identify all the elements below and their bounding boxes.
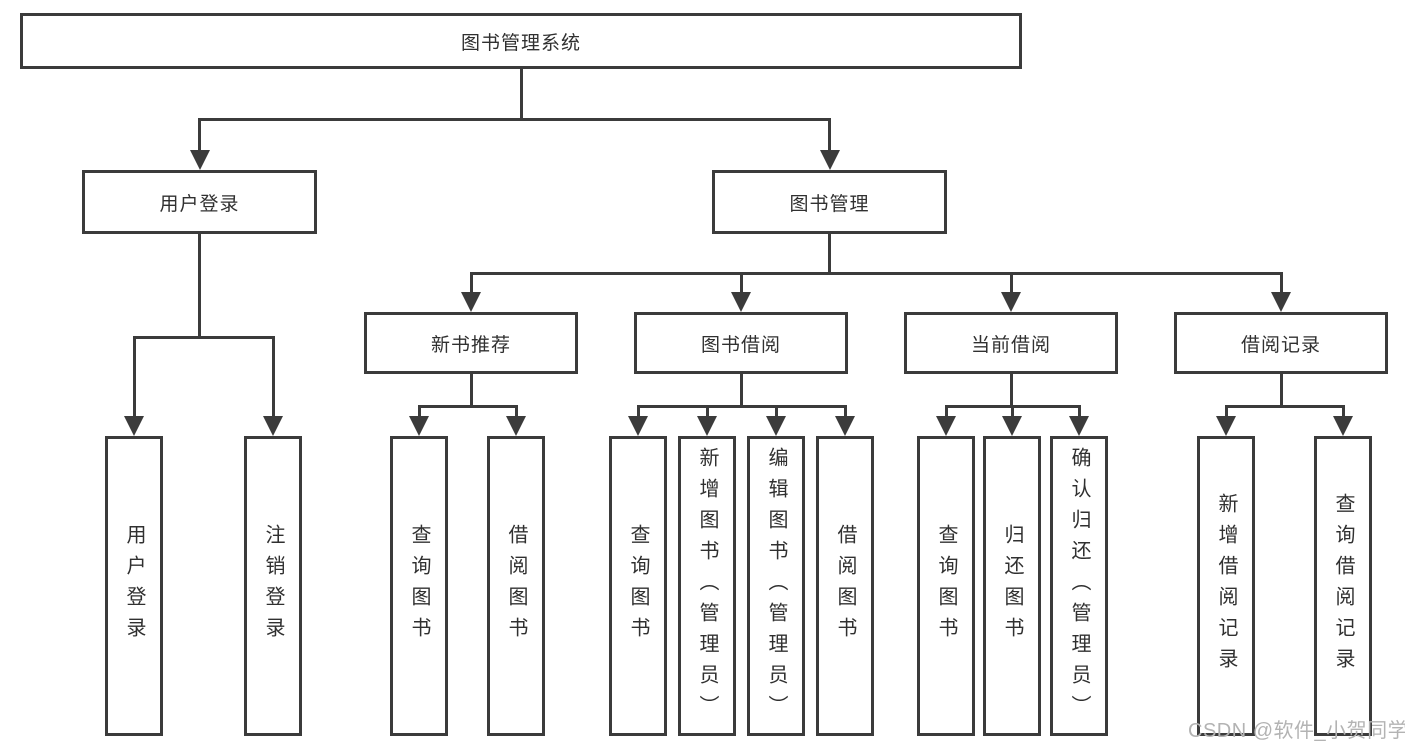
leaf-query-borrow-record-label: 查询借阅记录 [1332,493,1354,679]
leaf-return-books: 归还图书 [983,436,1041,736]
leaf-confirm-return-admin: 确认归还（管理员） [1050,436,1108,736]
connector-book-borrow-stem-1 [636,404,640,417]
node-root-system-label: 图书管理系统 [460,32,581,54]
connector-new-book-stem-1 [417,404,421,417]
arrowhead-down-icon [506,416,526,436]
leaf-add-borrow-record: 新增借阅记录 [1197,436,1255,736]
node-borrow-records-label: 借阅记录 [1240,334,1321,356]
leaf-current-query-books: 查询图书 [917,436,975,736]
connector-user-login-bar [132,335,275,339]
leaf-query-borrow-record: 查询借阅记录 [1314,436,1372,736]
arrowhead-down-icon [835,416,855,436]
node-book-borrow: 图书借阅 [634,312,848,374]
arrowhead-down-icon [409,416,429,436]
leaf-borrow-books: 借阅图书 [816,436,874,736]
node-current-borrow-label: 当前借阅 [970,334,1051,356]
connector-book-borrow-stub [739,374,743,406]
connector-new-book-stem-2 [514,404,518,417]
connector-book-borrow-stem-2 [705,404,709,417]
node-user-login: 用户登录 [82,170,317,234]
connector-book-borrow-stem-4 [843,404,847,417]
leaf-borrow-query-books: 查询图书 [609,436,667,736]
connector-root-stub [519,69,523,121]
node-current-borrow: 当前借阅 [904,312,1118,374]
leaf-add-books-admin: 新增图书（管理员） [678,436,736,736]
leaf-borrow-books-label: 借阅图书 [834,524,856,648]
connector-book-borrow-stem-3 [774,404,778,417]
connector-book-mgmt-stem-2 [739,271,743,293]
arrowhead-down-icon [263,416,283,436]
node-book-borrow-label: 图书借阅 [700,334,781,356]
leaf-user-login: 用户登录 [105,436,163,736]
leaf-logout: 注销登录 [244,436,302,736]
arrowhead-down-icon [124,416,144,436]
arrowhead-down-icon [766,416,786,436]
leaf-logout-label: 注销登录 [262,524,284,648]
arrowhead-down-icon [1069,416,1089,436]
node-borrow-records: 借阅记录 [1174,312,1388,374]
arrowhead-down-icon [461,292,481,312]
leaf-return-books-label: 归还图书 [1001,524,1023,648]
leaf-confirm-return-admin-label: 确认归还（管理员） [1068,446,1090,726]
connector-current-borrow-stem-1 [944,404,948,417]
arrowhead-down-icon [1001,292,1021,312]
arrowhead-down-icon [1002,416,1022,436]
leaf-recommend-borrow-books: 借阅图书 [487,436,545,736]
arrowhead-down-icon [936,416,956,436]
connector-new-book-stub [469,374,473,406]
connector-book-mgmt-stem-3 [1009,271,1013,293]
connector-book-borrow-bar [636,404,847,408]
csdn-watermark: CSDN @软件_小贺同学 [1188,720,1405,742]
connector-root-stem-left [198,117,201,151]
leaf-user-login-label: 用户登录 [123,524,145,648]
node-new-book-recommend-label: 新书推荐 [430,334,511,356]
connector-borrow-records-stem-2 [1341,404,1345,417]
connector-root-stem-right [828,117,831,151]
connector-current-borrow-stem-3 [1077,404,1081,417]
connector-borrow-records-stub [1279,374,1283,406]
leaf-add-books-admin-label: 新增图书（管理员） [696,446,718,726]
leaf-borrow-query-books-label: 查询图书 [627,524,649,648]
connector-new-book-bar [417,404,518,408]
connector-book-mgmt-stem-1 [469,271,473,293]
connector-user-login-stem-1 [132,335,136,416]
connector-borrow-records-bar [1224,404,1345,408]
leaf-edit-books-admin-label: 编辑图书（管理员） [765,446,787,726]
connector-root-bar [198,117,831,121]
node-book-management-label: 图书管理 [789,193,870,215]
arrowhead-down-icon [697,416,717,436]
leaf-recommend-borrow-books-label: 借阅图书 [505,524,527,648]
connector-book-mgmt-stub [828,234,831,274]
connector-current-borrow-stub [1009,374,1013,406]
node-book-management: 图书管理 [712,170,947,234]
leaf-edit-books-admin: 编辑图书（管理员） [747,436,805,736]
connector-book-mgmt-stem-4 [1279,271,1283,293]
arrowhead-down-icon [1216,416,1236,436]
leaf-current-query-books-label: 查询图书 [935,524,957,648]
arrowhead-down-icon [1271,292,1291,312]
connector-user-login-stub [198,234,201,338]
arrowhead-down-icon [628,416,648,436]
leaf-recommend-query-books-label: 查询图书 [408,524,430,648]
node-root-system: 图书管理系统 [20,13,1022,69]
connector-current-borrow-stem-2 [1010,404,1014,417]
arrowhead-down-icon [819,150,840,170]
leaf-add-borrow-record-label: 新增借阅记录 [1215,493,1237,679]
arrowhead-down-icon [1333,416,1353,436]
arrowhead-down-icon [189,150,210,170]
arrowhead-down-icon [731,292,751,312]
connector-book-mgmt-bar [469,271,1283,275]
leaf-recommend-query-books: 查询图书 [390,436,448,736]
node-user-login-label: 用户登录 [159,193,240,215]
connector-borrow-records-stem-1 [1224,404,1228,417]
node-new-book-recommend: 新书推荐 [364,312,578,374]
connector-user-login-stem-2 [271,335,275,416]
